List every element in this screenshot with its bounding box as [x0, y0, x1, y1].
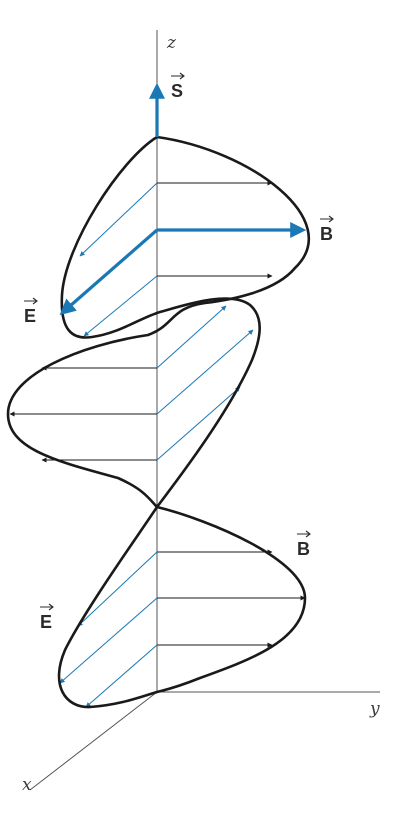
poynting-label: S — [171, 81, 183, 101]
label-e-top: E — [24, 297, 38, 326]
z-axis-label: z — [166, 33, 177, 53]
reference-vectors — [59, 82, 307, 316]
magnetic-field-vectors — [9, 180, 306, 648]
magnetic-label-top: B — [320, 224, 333, 244]
e-vector — [59, 597, 158, 684]
e-vector — [156, 386, 241, 461]
vector-arrow-accent — [320, 215, 334, 223]
y-axis-label: y — [369, 699, 380, 719]
vector-arrow-accent — [40, 603, 54, 611]
label-b-top: B — [320, 215, 334, 244]
e-vector — [83, 275, 158, 337]
vector-arrow-accent — [24, 297, 38, 305]
electric-label-bottom: E — [40, 612, 52, 632]
electric-wave-curve — [57, 135, 261, 709]
e-vector — [85, 644, 158, 708]
magnetic-wave-curve — [6, 135, 311, 694]
label-b-bottom: B — [297, 530, 311, 559]
magnetic-label-bottom: B — [297, 539, 310, 559]
x-axis-label: x — [22, 775, 32, 795]
x-axis — [29, 691, 158, 791]
label-s: S — [171, 72, 185, 101]
electric-field-vectors — [59, 182, 254, 708]
electric-reference-vector — [59, 228, 159, 316]
vector-arrow-accent — [171, 72, 185, 80]
axes — [29, 30, 380, 791]
e-vector — [79, 182, 158, 257]
label-e-bottom: E — [40, 603, 54, 632]
electric-label-top: E — [24, 306, 36, 326]
vector-arrow-accent — [297, 530, 311, 538]
wave-envelopes — [6, 135, 311, 709]
e-vector — [77, 551, 158, 627]
e-vector — [156, 305, 227, 369]
e-vector — [156, 329, 254, 415]
